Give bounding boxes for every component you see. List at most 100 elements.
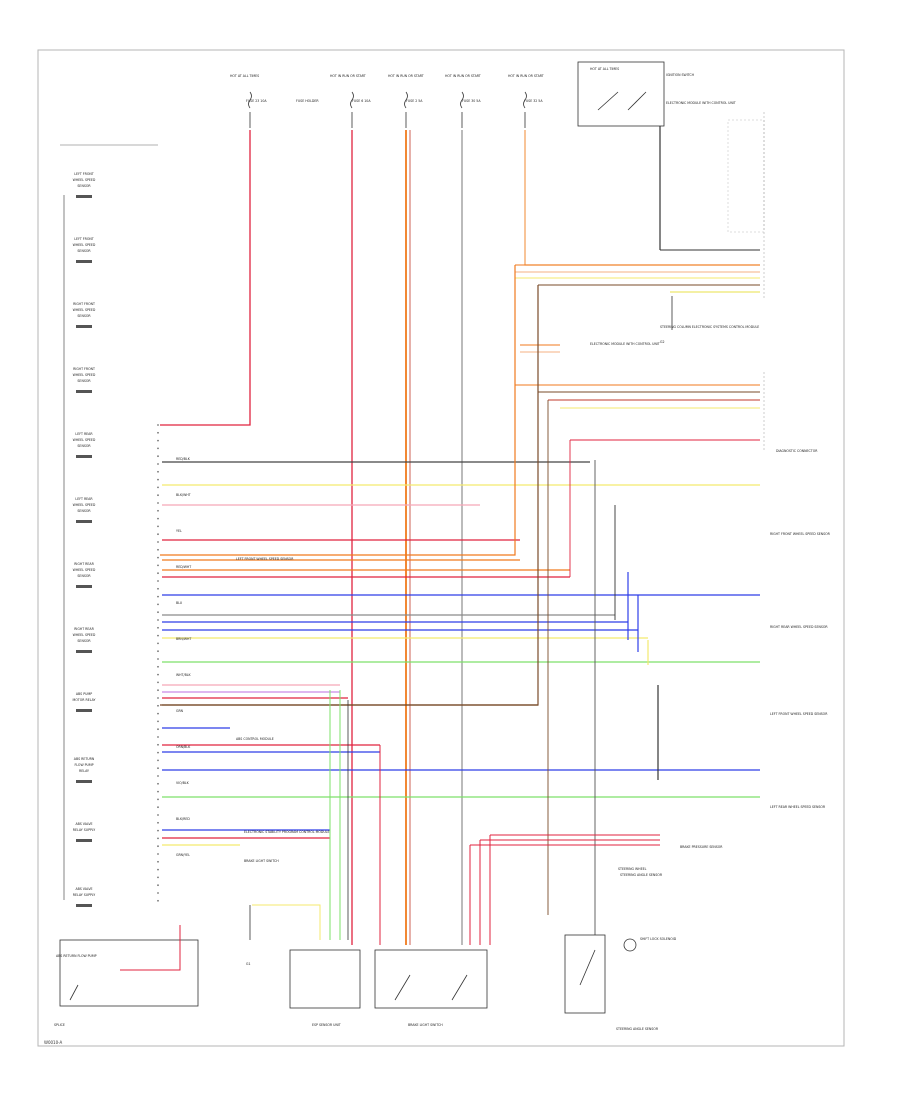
connector-pin <box>157 509 159 512</box>
connector-pin <box>157 704 159 707</box>
source-label: HOT AT ALL TIMES <box>230 74 259 78</box>
bottom-components: ESP SENSOR UNIT BRAKE LIGHT SWITCH STEER… <box>54 340 677 1031</box>
wire-color-label: BRN/WHT <box>176 637 191 641</box>
fuse-icon <box>404 91 408 109</box>
component-label: BRAKE LIGHT SWITCH <box>408 1023 443 1027</box>
mid-labels: LEFT FRONT WHEEL SPEED SENSOR ABS CONTRO… <box>236 342 660 863</box>
connector-pin <box>157 572 159 575</box>
connector-tag <box>76 195 92 198</box>
left-component-label: WHEEL SPEED <box>73 568 96 572</box>
left-component-label: LEFT REAR <box>75 497 93 501</box>
left-component-label: LEFT FRONT <box>74 172 93 176</box>
connector-pin <box>157 650 159 653</box>
wire-color-label: VIO/BLK <box>176 781 190 785</box>
connector-tag <box>76 260 92 263</box>
connector-pin <box>157 626 159 629</box>
connector-pin <box>157 455 159 458</box>
connector-pin <box>157 845 159 848</box>
connector-pin <box>157 673 159 676</box>
connector-pin <box>157 798 159 801</box>
right-label: STEERING ANGLE SENSOR <box>620 873 663 877</box>
connector-pin <box>157 548 159 551</box>
connector-tag <box>76 709 92 712</box>
left-component-label: SENSOR <box>77 184 91 188</box>
left-component-label: WHEEL SPEED <box>73 438 96 442</box>
right-label: BRAKE PRESSURE SENSOR <box>680 845 723 849</box>
connector-pin <box>157 892 159 894</box>
left-component-label: MOTOR RELAY <box>73 698 96 702</box>
left-component-label: WHEEL SPEED <box>73 308 96 312</box>
fuse-label: FUSE 23 10A <box>246 99 267 103</box>
connector-pin <box>157 595 159 598</box>
source-label: HOT IN RUN OR START <box>330 74 366 78</box>
left-component-label: SENSOR <box>77 509 91 513</box>
fuse-icon <box>460 91 464 109</box>
left-component-label: WHEEL SPEED <box>73 633 96 637</box>
left-component-label: RELAY <box>79 769 89 773</box>
wire-color-label: GRN/YEL <box>176 853 190 857</box>
left-component-label: SENSOR <box>77 379 91 383</box>
left-component-label: RELAY SUPPLY <box>73 828 96 832</box>
connector-pin <box>157 853 159 855</box>
component-label: ESP SENSOR UNIT <box>312 1023 341 1027</box>
module-label: STEERING COLUMN ELECTRONIC SYSTEMS CONTR… <box>660 325 759 329</box>
lamp-icon <box>623 938 637 952</box>
module-label: ELECTRONIC MODULE WITH CONTROL UNIT <box>666 101 736 105</box>
connector-pin-column <box>157 424 159 902</box>
left-component-label: RIGHT FRONT <box>73 302 95 306</box>
fuse-symbols <box>248 91 527 128</box>
fuse-label: FUSE 6 10A <box>352 99 371 103</box>
switch-title: HOT AT ALL TIMES <box>590 67 619 71</box>
left-component-label: SENSOR <box>77 639 91 643</box>
connector-pin <box>157 642 159 645</box>
left-component-label: WHEEL SPEED <box>73 373 96 377</box>
mid-label: ABS CONTROL MODULE <box>236 737 274 741</box>
source-label: HOT IN RUN OR START <box>508 74 544 78</box>
connector-pin <box>157 580 159 582</box>
left-component-list: LEFT FRONT WHEEL SPEED SENSOR LEFT FRONT WHE… <box>60 144 158 907</box>
connector-pin <box>157 743 159 746</box>
footer-code: W0010-A <box>44 1040 62 1045</box>
left-component-label: WHEEL SPEED <box>73 503 96 507</box>
connector-pin <box>157 681 159 684</box>
left-component-label: LEFT FRONT <box>74 237 93 241</box>
bottom-right-note: SHIFT LOCK SOLENOID <box>640 937 677 941</box>
connector-pin <box>157 899 159 902</box>
connector-pin <box>157 447 159 450</box>
connector-pin <box>157 767 159 770</box>
connector-pin <box>157 564 159 567</box>
connector-pin <box>157 814 159 816</box>
ground-label: G2 <box>660 340 665 344</box>
connector-pin <box>157 587 159 590</box>
right-label: RIGHT REAR WHEEL SPEED SENSOR <box>770 625 828 629</box>
fuse-label: FUSE 32 5A <box>524 99 543 103</box>
wire-color-label: GRN <box>176 709 184 713</box>
connector-pin <box>157 424 159 426</box>
component-label: SPLICE <box>54 1023 65 1027</box>
left-component-label: FLOW PUMP <box>74 763 93 767</box>
connector-pin <box>157 884 159 887</box>
connector-pin <box>157 728 159 731</box>
connector-tag <box>76 780 92 783</box>
right-labels: DIAGNOSTIC CONNECTOR RIGHT FRONT WHEEL S… <box>620 449 831 877</box>
left-component-label: SENSOR <box>77 249 91 253</box>
connector-pin <box>157 751 159 754</box>
left-component-label: ABS VALVE <box>75 822 92 826</box>
left-component-label: RIGHT REAR <box>74 627 94 631</box>
control-module-upper: ELECTRONIC MODULE WITH CONTROL UNIT STEE… <box>660 101 765 450</box>
left-component-label: SENSOR <box>77 574 91 578</box>
bottom-bundles <box>249 690 660 945</box>
source-label: HOT IN RUN OR START <box>445 74 481 78</box>
mid-label: ELECTRONIC STABILITY PROGRAM CONTROL MOD… <box>244 830 329 834</box>
switch-label: IGNITION SWITCH <box>666 73 695 77</box>
left-component-label: ABS VALVE <box>75 887 92 891</box>
connector-pin <box>157 712 159 715</box>
connector-tag <box>76 325 92 328</box>
connector-pin <box>157 689 159 692</box>
connector-pin <box>157 533 159 536</box>
wire-color-label: BLK/RED <box>176 817 190 821</box>
connector-pin <box>157 821 159 824</box>
connector-pin <box>157 517 159 520</box>
connector-pin <box>157 806 159 809</box>
left-component-label: WHEEL SPEED <box>73 243 96 247</box>
